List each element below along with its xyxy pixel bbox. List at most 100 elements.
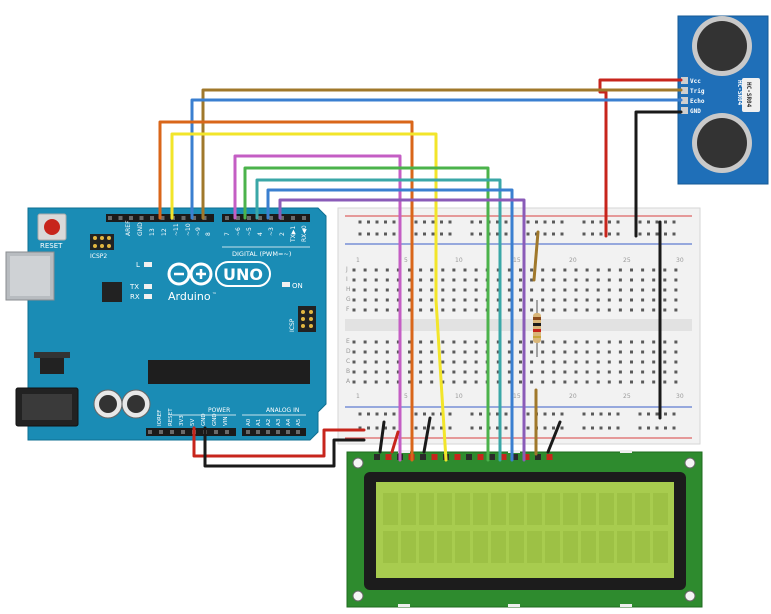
rail-hole	[647, 412, 650, 416]
breadboard-hole	[396, 268, 400, 272]
header-hole	[148, 430, 152, 434]
header-hole	[302, 216, 306, 220]
atmega-chip	[148, 360, 310, 384]
rail-hole	[504, 220, 508, 224]
breadboard-hole	[507, 380, 511, 384]
breadboard-hole	[463, 278, 467, 282]
breadboard-hole	[630, 370, 633, 374]
breadboard-hole	[519, 350, 522, 354]
breadboard-hole	[519, 308, 522, 312]
breadboard-hole	[618, 278, 622, 282]
breadboard-hole	[630, 288, 633, 292]
rail-hole	[599, 426, 603, 430]
pin-label: ~5	[246, 227, 253, 236]
breadboard-hole	[607, 298, 611, 302]
pin-label: A5	[296, 418, 302, 426]
rail-hole	[616, 412, 620, 416]
breadboard-hole	[352, 350, 356, 354]
breadboard-hole	[674, 350, 678, 354]
rail-hole	[367, 220, 370, 224]
rail-hole	[599, 232, 603, 236]
breadboard-hole	[674, 278, 678, 282]
breadboard-hole	[452, 350, 456, 354]
rail-hole	[672, 426, 676, 430]
rail-hole	[504, 412, 508, 416]
breadboard-hole	[363, 370, 367, 374]
breadboard-hole	[363, 278, 367, 282]
breadboard-hole	[352, 278, 356, 282]
lcd-cell	[491, 493, 506, 525]
header-hole	[258, 216, 262, 220]
rail-hole	[647, 232, 650, 236]
breadboard-hole	[374, 298, 378, 302]
breadboard-hole	[541, 350, 545, 354]
breadboard-hole	[596, 350, 600, 354]
breadboard-hole	[574, 350, 578, 354]
lcd-cell	[509, 493, 524, 525]
breadboard-hole	[385, 278, 389, 282]
header-hole	[236, 216, 240, 220]
rx-led	[144, 294, 152, 299]
breadboard-hole	[607, 380, 611, 384]
breadboard-hole	[618, 308, 622, 312]
breadboard-hole	[618, 370, 622, 374]
rail-hole	[560, 426, 564, 430]
pin-label: RX◀0	[301, 225, 308, 242]
breadboard-hole	[530, 268, 534, 272]
breadboard-hole	[607, 370, 611, 374]
breadboard-hole	[574, 288, 578, 292]
reset-button[interactable]	[37, 213, 67, 241]
rail-hole	[479, 426, 482, 430]
col-number: 20	[569, 393, 577, 400]
rail-hole	[616, 220, 620, 224]
breadboard-hole	[352, 298, 356, 302]
breadboard-hole	[563, 340, 567, 344]
aref-pin-labels: AREF GND 13 12 ~11 ~10 ~9 8	[125, 220, 212, 236]
breadboard-hole	[496, 340, 500, 344]
resistor	[533, 300, 541, 357]
breadboard-hole	[596, 278, 600, 282]
rail-hole	[358, 232, 362, 236]
breadboard-hole	[452, 370, 456, 374]
pin-label: 12	[161, 228, 168, 236]
lcd-cell	[617, 531, 632, 563]
sensor-pin-vcc: Vcc	[690, 78, 701, 85]
breadboard-hole	[352, 360, 356, 364]
breadboard-hole	[552, 370, 556, 374]
breadboard-hole	[552, 268, 556, 272]
header-hole	[266, 430, 270, 434]
rail-hole	[504, 426, 508, 430]
col-number: 5	[404, 257, 408, 264]
breadboard-hole	[607, 268, 611, 272]
breadboard-hole	[452, 278, 456, 282]
on-led-label: ON	[292, 282, 303, 290]
pin-label: 3V3	[179, 415, 185, 426]
breadboard-hole	[352, 370, 356, 374]
pin-label: 7	[224, 232, 231, 236]
breadboard-hole	[419, 278, 423, 282]
rail-hole	[582, 412, 586, 416]
breadboard-hole	[430, 278, 434, 282]
breadboard-hole	[530, 350, 534, 354]
breadboard-hole	[363, 380, 367, 384]
rail-hole	[479, 220, 482, 224]
breadboard-hole	[552, 380, 556, 384]
breadboard-hole	[385, 308, 389, 312]
breadboard-hole	[652, 350, 656, 354]
breadboard-hole	[474, 350, 478, 354]
breadboard-hole	[563, 278, 567, 282]
breadboard-hole	[630, 308, 633, 312]
breadboard-hole	[541, 360, 545, 364]
breadboard-hole	[530, 360, 534, 364]
breadboard-hole	[363, 360, 367, 364]
breadboard-hole	[441, 380, 445, 384]
rail-hole	[423, 412, 426, 416]
pin-label: A0	[246, 418, 252, 426]
wire-red-2	[192, 426, 366, 458]
rail-hole	[655, 220, 659, 224]
header-hole	[139, 216, 144, 220]
breadboard-hole	[618, 350, 622, 354]
wires	[158, 78, 683, 468]
rail-hole	[582, 220, 586, 224]
voltage-regulator	[40, 356, 64, 374]
